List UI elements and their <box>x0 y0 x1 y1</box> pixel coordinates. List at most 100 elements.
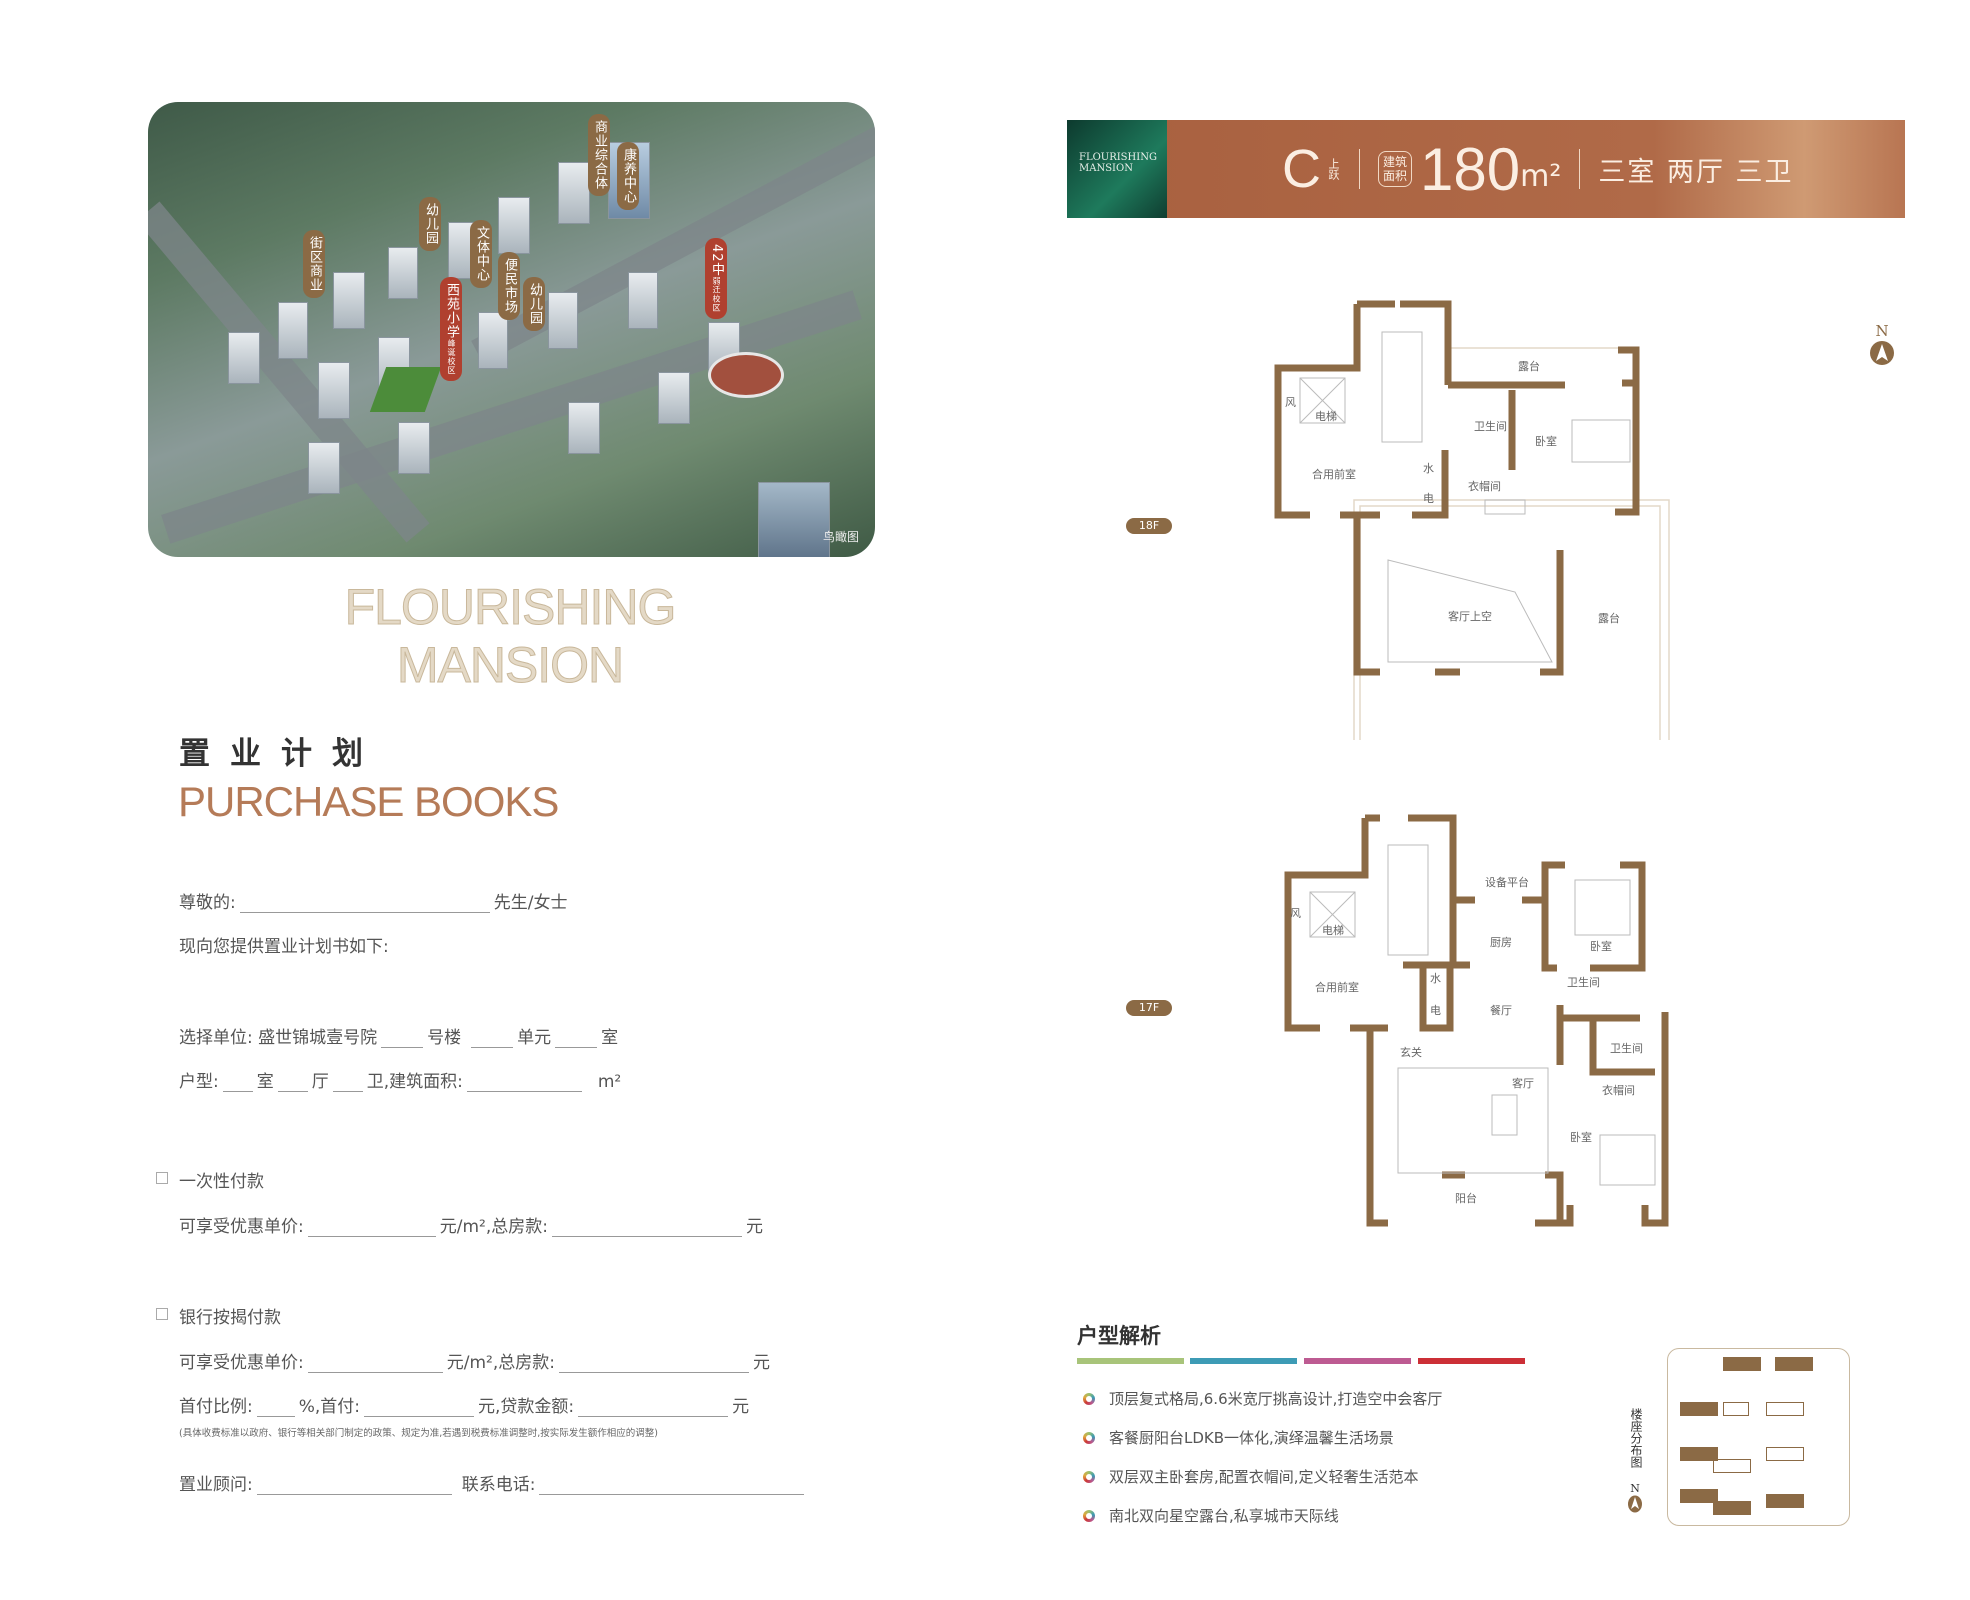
map-tag-middle-school: 42中弱迁校区 <box>705 238 727 319</box>
map-tag-health-center: 康养中心 <box>617 142 639 210</box>
area-badge-line1: 建筑 <box>1383 155 1408 169</box>
loan-field[interactable] <box>578 1398 729 1417</box>
phone-label: 联系电话: <box>461 1475 536 1495</box>
analysis-item-text: 客餐厨阳台LDKB一体化,演绎温馨生活场景 <box>1109 1429 1394 1447</box>
full-payment-checkbox[interactable] <box>156 1172 168 1184</box>
down-payment-field[interactable] <box>364 1398 475 1417</box>
room-label: 合用前室 <box>1315 980 1359 994</box>
building-label: 号楼 <box>427 1028 462 1048</box>
fee-note: (具体收费标准以政府、银行等相关部门制定的政策、规定为准,若遇到税费标准调整时,… <box>179 1428 658 1439</box>
loan-label: 元,贷款金额: <box>478 1397 575 1417</box>
north-arrow-icon <box>1628 1495 1642 1513</box>
price-unit-label: 元/m²,总房款: <box>446 1353 555 1373</box>
room-label: 电梯 <box>1322 924 1344 937</box>
total-price-field[interactable] <box>558 1354 749 1373</box>
unit-type-sub: 上跃 <box>1327 158 1340 180</box>
area-value: 180 <box>1420 135 1521 203</box>
type-label: 户型: <box>179 1072 219 1092</box>
halls-field[interactable] <box>277 1073 308 1092</box>
area-badge-line2: 面积 <box>1383 169 1408 183</box>
full-payment-label: 一次性付款 <box>179 1172 264 1192</box>
price-label: 可享受优惠单价: <box>179 1217 304 1237</box>
sitemap-compass-letter: N <box>1630 1482 1640 1495</box>
room-label: 卫生间 <box>1474 419 1507 433</box>
analysis-title: 户型解析 <box>1077 1324 1161 1348</box>
color-bar-green <box>1077 1358 1184 1364</box>
map-tag-kindergarten-2: 幼儿园 <box>523 277 545 331</box>
building-field[interactable] <box>381 1029 424 1048</box>
room-label: 卫生间 <box>1567 975 1600 989</box>
area-badge: 建筑面积 <box>1378 151 1413 187</box>
room-label: 衣帽间 <box>1468 479 1501 493</box>
name-field[interactable] <box>239 894 490 913</box>
unit-type-banner: FLOURISHING MANSION C 上跃 建筑面积 180 m² 三室 … <box>1067 120 1905 218</box>
floor-tag-18f: 18F <box>1126 518 1172 534</box>
north-arrow-icon <box>1870 341 1894 365</box>
baths-field[interactable] <box>332 1073 363 1092</box>
down-payment-label: %,首付: <box>298 1397 361 1417</box>
halls-label: 厅 <box>311 1072 329 1092</box>
analysis-item-text: 顶层复式格局,6.6米宽厅挑高设计,打造空中会客厅 <box>1109 1390 1443 1408</box>
unit-price-field[interactable] <box>307 1218 436 1237</box>
aerial-caption: 鸟瞰图 <box>822 530 859 544</box>
color-bar-red <box>1418 1358 1525 1364</box>
yuan-label: 元 <box>752 1353 770 1373</box>
analysis-item-text: 南北双向星空露台,私享城市天际线 <box>1109 1507 1339 1525</box>
room-label: 风 <box>1285 396 1296 409</box>
room-field[interactable] <box>555 1029 598 1048</box>
rooms-field[interactable] <box>222 1073 253 1092</box>
total-price-field[interactable] <box>551 1218 742 1237</box>
bullet-ring-icon <box>1083 1431 1095 1444</box>
unit-unit-label: 单元 <box>517 1028 552 1048</box>
building-site-map <box>1667 1348 1850 1526</box>
bullet-ring-icon <box>1083 1392 1095 1405</box>
color-bar-pink <box>1304 1358 1411 1364</box>
down-ratio-label: 首付比例: <box>179 1397 253 1417</box>
consultant-label: 置业顾问: <box>179 1475 253 1495</box>
room-label: 电梯 <box>1315 410 1337 423</box>
unit-price-field[interactable] <box>307 1354 443 1373</box>
room-label: 露台 <box>1518 359 1540 373</box>
phone-field[interactable] <box>539 1476 805 1495</box>
sitemap-label: 楼座分布图 <box>1629 1408 1643 1468</box>
map-tag-commercial-complex: 商业综合体 <box>588 114 610 196</box>
map-tag-kindergarten: 幼儿园 <box>419 197 441 251</box>
intro-text: 现向您提供置业计划书如下: <box>179 937 389 957</box>
area-unit: m² <box>1520 158 1562 194</box>
room-label: 餐厅 <box>1490 1003 1512 1017</box>
mortgage-checkbox[interactable] <box>156 1308 168 1320</box>
down-ratio-field[interactable] <box>256 1398 295 1417</box>
room-label: 设备平台 <box>1485 875 1529 889</box>
greeting-row: 尊敬的: 先生/女士 <box>179 888 567 913</box>
map-tag-primary-school: 西苑小学峰诞校区 <box>440 277 462 381</box>
area-unit: m² <box>597 1072 622 1092</box>
room-label: 电 <box>1423 492 1434 505</box>
area-field[interactable] <box>466 1073 582 1092</box>
unit-type-letter: C <box>1282 139 1321 199</box>
room-label: 卧室 <box>1570 1130 1592 1144</box>
map-tag-culture-sports-center: 文体中心 <box>470 220 492 288</box>
room-label: 风 <box>1290 907 1301 920</box>
tag-label: 西苑小学 <box>444 283 459 339</box>
map-tag-street-commerce: 街区商业 <box>303 230 325 298</box>
map-tag-market: 便民市场 <box>498 252 520 320</box>
color-bar-blue <box>1190 1358 1297 1364</box>
room-label: 电 <box>1430 1004 1441 1017</box>
rooms-label: 室 <box>256 1072 274 1092</box>
sitemap-compass: N <box>1626 1482 1644 1517</box>
room-label: 客厅 <box>1512 1076 1534 1090</box>
compass-letter: N <box>1875 322 1889 340</box>
compass: N <box>1868 322 1896 370</box>
layout-text: 三室 两厅 三卫 <box>1598 156 1794 188</box>
unit-field[interactable] <box>471 1029 514 1048</box>
consultant-field[interactable] <box>256 1476 452 1495</box>
room-label: 卫生间 <box>1610 1041 1643 1055</box>
aerial-view-image: 街区商业 幼儿园 文体中心 西苑小学峰诞校区 便民市场 幼儿园 商业综合体 康养… <box>148 102 875 557</box>
full-payment-price-row: 可享受优惠单价: 元/m²,总房款: 元 <box>179 1212 763 1237</box>
room-label: 厨房 <box>1490 936 1512 949</box>
yuan-label: 元 <box>732 1397 750 1417</box>
down-payment-row: 首付比例: %,首付: 元,贷款金额: 元 <box>179 1392 749 1417</box>
analysis-item: 客餐厨阳台LDKB一体化,演绎温馨生活场景 <box>1083 1427 1394 1448</box>
floor-plan-17f: 设备平台 厨房 卧室 卫生间 餐厅 合用前室 水 电 电梯 风 玄关 客厅 卫生… <box>1284 814 1669 1227</box>
brand-logo: FLOURISHING MANSION <box>1067 120 1167 218</box>
